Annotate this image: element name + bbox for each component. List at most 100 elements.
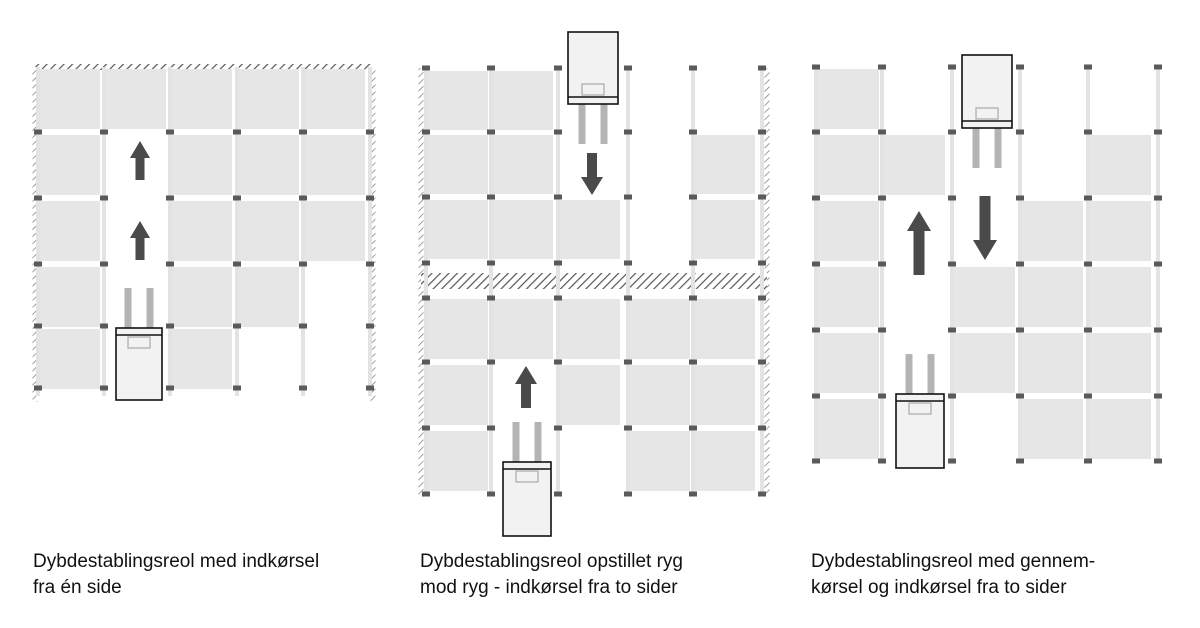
pallet-bay — [1090, 267, 1151, 327]
beam-connector — [487, 491, 495, 497]
pallet-bay — [40, 69, 100, 129]
fork-tine — [578, 104, 586, 144]
beam-connector — [487, 359, 495, 365]
beam-connector — [624, 260, 632, 266]
pallet-bay — [1090, 201, 1151, 261]
beam-connector — [1154, 458, 1162, 464]
pallet-bay — [239, 201, 299, 261]
beam-connector — [1016, 195, 1024, 201]
beam-connector — [812, 458, 820, 464]
beam-connector — [948, 64, 956, 70]
pallet-bay — [40, 267, 100, 327]
beam-connector — [554, 425, 562, 431]
beam-connector — [299, 385, 307, 391]
fork-tine — [124, 288, 132, 328]
pallet-bay — [818, 333, 879, 393]
pallet-bay — [493, 200, 553, 259]
pallet-bay — [1022, 333, 1083, 393]
beam-connector — [1154, 64, 1162, 70]
pallet-bay — [305, 135, 365, 195]
pallet-bay — [428, 299, 488, 359]
pallet-bay — [1022, 399, 1083, 459]
pallet-bay — [884, 135, 945, 195]
pallet-bay — [428, 200, 488, 259]
direction-arrow-icon — [907, 211, 931, 275]
beam-connector — [34, 129, 42, 135]
beam-connector — [554, 194, 562, 200]
beam-connector — [812, 129, 820, 135]
pallet-bay — [493, 299, 553, 359]
beam-connector — [299, 261, 307, 267]
fork-tine — [146, 288, 154, 328]
pallet-bay — [428, 365, 488, 425]
forklift-truck-icon — [502, 422, 552, 537]
beam-connector — [1084, 261, 1092, 267]
truck-seat — [975, 107, 999, 120]
beam-connector — [1154, 195, 1162, 201]
beam-connector — [689, 295, 697, 301]
truck-seat — [515, 470, 539, 483]
pallet-bay — [954, 333, 1015, 393]
beam-connector — [812, 195, 820, 201]
wall-side — [32, 67, 38, 402]
beam-connector — [366, 129, 374, 135]
beam-connector — [166, 385, 174, 391]
pallet-bay — [560, 299, 620, 359]
beam-connector — [1154, 327, 1162, 333]
beam-connector — [1154, 393, 1162, 399]
beam-connector — [1084, 64, 1092, 70]
beam-connector — [878, 64, 886, 70]
caption-back-to-back: Dybdestablingsreol opstillet ryg mod ryg… — [420, 549, 780, 601]
rack-upright — [424, 68, 428, 496]
beam-connector — [624, 491, 632, 497]
pallet-bay — [1022, 201, 1083, 261]
beam-connector — [689, 129, 697, 135]
caption-line: Dybdestablingsreol opstillet ryg — [420, 551, 683, 572]
beam-connector — [758, 260, 766, 266]
fork-tine — [905, 354, 913, 394]
rack-upright — [556, 68, 560, 496]
pallet-bay — [106, 69, 166, 129]
beam-connector — [1084, 129, 1092, 135]
rack-upright — [760, 68, 764, 496]
beam-connector — [812, 393, 820, 399]
beam-connector — [878, 195, 886, 201]
fork-tine — [972, 128, 980, 168]
beam-connector — [1084, 195, 1092, 201]
beam-connector — [758, 295, 766, 301]
panel-single-side-entry — [32, 64, 376, 402]
beam-connector — [299, 195, 307, 201]
beam-connector — [1084, 393, 1092, 399]
rack-upright — [626, 68, 630, 496]
beam-connector — [554, 129, 562, 135]
wall-back — [421, 273, 767, 289]
direction-arrow-icon — [515, 366, 537, 408]
beam-connector — [758, 359, 766, 365]
beam-connector — [812, 261, 820, 267]
beam-connector — [166, 261, 174, 267]
pallet-bay — [493, 71, 553, 130]
pallet-bay — [172, 135, 232, 195]
pallet-bay — [428, 431, 488, 491]
beam-connector — [812, 327, 820, 333]
pallet-bay — [493, 135, 553, 194]
beam-connector — [487, 65, 495, 71]
pallet-bay — [630, 299, 690, 359]
beam-connector — [624, 194, 632, 200]
truck-seat — [127, 336, 151, 349]
pallet-bay — [428, 71, 488, 130]
beam-connector — [878, 261, 886, 267]
beam-connector — [1016, 64, 1024, 70]
truck-seat — [908, 402, 932, 415]
pallet-bay — [172, 201, 232, 261]
caption-line: kørsel og indkørsel fra to sider — [811, 577, 1067, 598]
wall-side — [370, 67, 376, 402]
beam-connector — [554, 260, 562, 266]
truck-body — [502, 461, 552, 537]
fork-tine — [512, 422, 520, 462]
beam-connector — [166, 195, 174, 201]
beam-connector — [422, 491, 430, 497]
truck-body — [567, 31, 619, 105]
rack-upright — [691, 68, 695, 496]
